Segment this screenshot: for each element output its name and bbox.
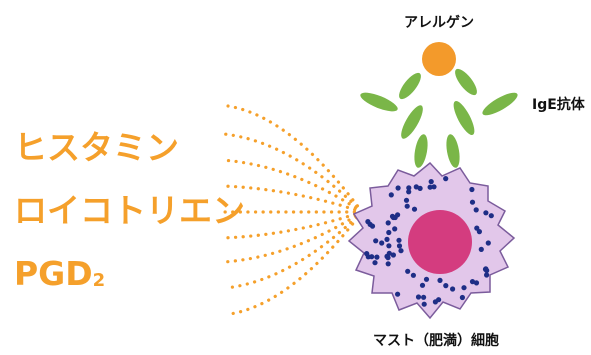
granule-dot — [396, 243, 403, 249]
granule-dot — [385, 220, 391, 226]
granule-dot — [484, 272, 490, 278]
granule-dot — [485, 240, 491, 246]
granule-dot — [417, 185, 423, 191]
antibody-arm-right-outer — [482, 92, 518, 116]
granule-dot — [395, 185, 401, 191]
granule-dot — [406, 185, 412, 191]
granule-dot — [392, 226, 398, 232]
granule-dot — [459, 294, 465, 301]
allergen-circle — [422, 42, 456, 76]
release-dot-curve — [226, 104, 364, 214]
granule-dot — [403, 197, 410, 203]
release-dot-curve — [220, 184, 364, 214]
granule-dot — [469, 279, 476, 285]
release-dot-curve — [220, 210, 364, 240]
mast-cell-label: マスト（肥満）細胞 — [373, 333, 499, 349]
granule-dot — [386, 243, 392, 249]
granule-dot — [443, 176, 449, 182]
granule-dot — [450, 286, 456, 292]
nucleus — [408, 210, 472, 274]
granule-dot — [385, 261, 391, 267]
release-dot-curve — [228, 210, 364, 316]
granule-dot — [469, 199, 476, 205]
granule-dot — [398, 248, 404, 254]
granule-dot — [406, 189, 412, 195]
granule-dot — [488, 213, 494, 219]
granule-dot — [385, 255, 391, 261]
mediator-pgd2: PGD2 — [14, 254, 106, 293]
granule-dot — [461, 285, 467, 291]
release-dot-curve — [222, 132, 364, 214]
granules — [364, 176, 494, 307]
ige-antibody-label: IgE抗体 — [532, 97, 585, 113]
granule-dot — [443, 283, 449, 289]
mediator-histamine: ヒスタミン — [14, 128, 179, 167]
granule-dot — [427, 184, 433, 190]
antibody-stem-left — [414, 134, 428, 168]
granule-dot — [386, 250, 392, 256]
release-dot-curve — [224, 210, 364, 290]
granule-dot — [423, 276, 430, 282]
granule-dot — [396, 237, 402, 243]
granule-dot — [379, 240, 385, 246]
granule-dot — [421, 294, 427, 300]
granule-dot — [469, 186, 475, 193]
granule-dot — [483, 266, 489, 272]
antibody-arm-left-outer — [360, 92, 398, 112]
granule-dot — [395, 212, 401, 218]
granule-dot — [428, 179, 434, 185]
granule-dot — [431, 184, 437, 190]
granule-dot — [386, 229, 392, 236]
granule-dot — [436, 297, 442, 303]
granule-dot — [389, 213, 396, 219]
allergen-label: アレルゲン — [404, 15, 474, 31]
granule-dot — [473, 207, 479, 213]
granule-dot — [365, 219, 371, 225]
granule-dot — [395, 291, 401, 297]
mediator-release-dots — [220, 104, 364, 316]
granule-dot — [419, 282, 426, 288]
granule-dot — [483, 210, 489, 216]
antibody-arm-right-inner — [453, 100, 475, 136]
antibody-arm-top-right — [455, 68, 477, 96]
antibody-arm-left-inner — [401, 105, 423, 139]
granule-dot — [421, 301, 427, 307]
granule-dot — [364, 251, 370, 257]
granule-dot — [478, 246, 484, 252]
granule-dot — [411, 206, 418, 212]
granule-dot — [405, 268, 411, 274]
granule-dot — [388, 192, 394, 198]
pgd2-subscript: 2 — [92, 270, 106, 291]
granule-dot — [474, 225, 480, 231]
granule-dot — [384, 236, 390, 242]
granule-dot — [372, 260, 378, 266]
granule-dot — [390, 252, 396, 258]
granule-dot — [374, 254, 380, 260]
antibody-arm-top-left — [399, 72, 421, 100]
granule-dot — [404, 203, 410, 209]
ige-antibody — [360, 68, 518, 168]
granule-dot — [373, 238, 379, 244]
granule-dot — [437, 277, 443, 283]
antibody-stem-right — [446, 134, 460, 168]
mediator-leukotriene: ロイコトリエン — [14, 191, 245, 230]
granule-dot — [473, 280, 480, 286]
granule-dot — [415, 294, 422, 300]
granule-dot — [410, 272, 416, 278]
